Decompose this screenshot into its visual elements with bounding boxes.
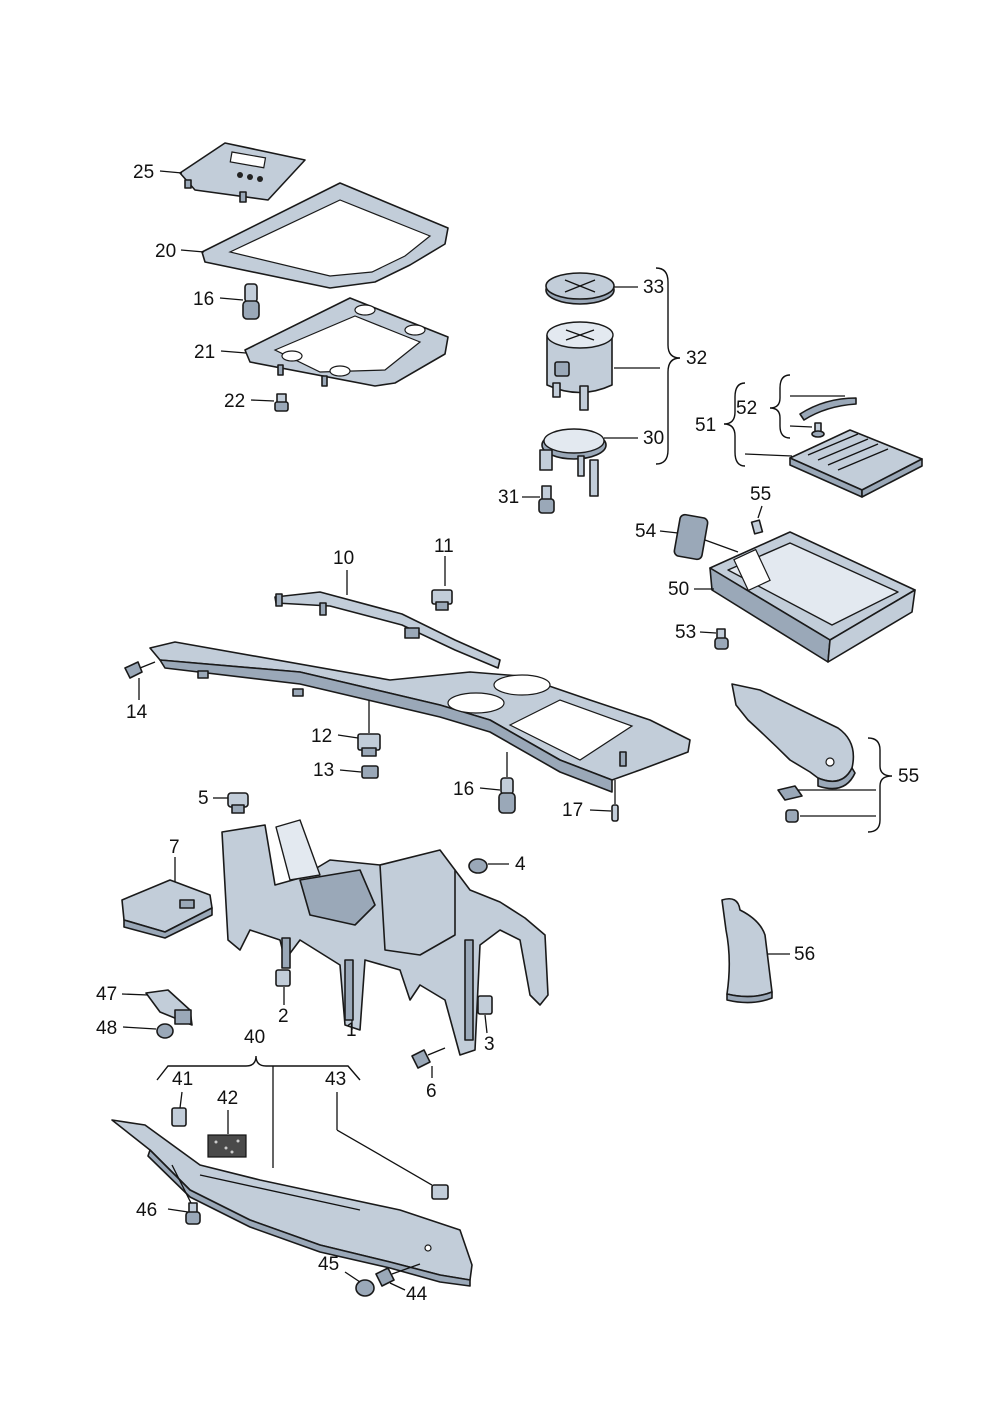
part-17-pin	[611, 804, 619, 822]
part-30-cup-insert	[539, 428, 607, 497]
part-42-foam-pad	[207, 1134, 247, 1158]
part-32-cupholder	[546, 321, 614, 411]
callout-12: 12	[311, 726, 332, 747]
part-6-screw	[411, 1047, 446, 1069]
part-lower-side-trim	[111, 1119, 473, 1287]
part-51-lid	[789, 429, 923, 498]
callout-47: 47	[96, 984, 117, 1005]
part-16-clip-lower	[498, 777, 516, 814]
part-55-clip	[777, 785, 803, 801]
part-53-screw	[714, 628, 729, 650]
brace-40	[156, 1055, 361, 1081]
part-7-bracket	[121, 879, 213, 939]
part-46-screw	[185, 1202, 201, 1225]
callout-31: 31	[498, 487, 519, 508]
part-25-trim-plate	[179, 142, 306, 203]
callout-20: 20	[155, 241, 176, 262]
part-55-side-trim	[731, 683, 856, 790]
part-4-nut	[468, 858, 488, 874]
part-2-clip	[275, 969, 291, 987]
part-22-screw	[274, 393, 289, 412]
part-41-clip	[171, 1107, 187, 1127]
callout-40: 40	[244, 1027, 265, 1048]
callout-17: 17	[562, 800, 583, 821]
callout-54: 54	[635, 521, 657, 542]
callout-1: 1	[346, 1020, 357, 1041]
callout-33: 33	[643, 277, 664, 298]
brace-51	[723, 382, 746, 467]
callout-7: 7	[169, 837, 180, 858]
callout-11: 11	[434, 536, 454, 557]
callout-52: 52	[736, 398, 757, 419]
part-13-clip	[361, 765, 379, 779]
callout-48: 48	[96, 1018, 117, 1039]
part-3-clip	[477, 995, 493, 1015]
part-48-nut	[156, 1023, 174, 1039]
part-21-base-panel	[244, 297, 449, 387]
callout-16-upper: 16	[193, 289, 214, 310]
callout-10: 10	[333, 548, 354, 569]
part-54-pad	[673, 513, 709, 561]
callout-42: 42	[217, 1088, 238, 1109]
callout-55-upper: 55	[750, 484, 771, 505]
callout-6: 6	[426, 1081, 437, 1102]
callout-22: 22	[224, 391, 245, 412]
part-55-screw-upper	[750, 519, 764, 535]
part-20-frame	[201, 182, 449, 289]
callout-16-lower: 16	[453, 779, 474, 800]
callout-44: 44	[406, 1284, 428, 1305]
brace-55	[867, 737, 893, 833]
part-11-clip	[431, 589, 453, 611]
part-16-clip-upper	[242, 283, 260, 320]
callout-4: 4	[515, 854, 526, 875]
part-55-screw-lower	[785, 809, 799, 823]
part-47-bracket	[145, 989, 193, 1026]
callout-14: 14	[126, 702, 148, 723]
part-43-clip	[431, 1184, 449, 1200]
part-10-trim-strip	[274, 591, 501, 669]
callout-30: 30	[643, 428, 664, 449]
callout-3: 3	[484, 1034, 495, 1055]
callout-43: 43	[325, 1069, 346, 1090]
callout-25: 25	[133, 162, 154, 183]
part-52-clip	[811, 422, 825, 438]
part-50-storage-tray	[709, 531, 916, 663]
part-44-screw	[375, 1263, 421, 1287]
part-12-clip	[357, 733, 381, 757]
callout-41: 41	[172, 1069, 193, 1090]
callout-51: 51	[695, 415, 716, 436]
callout-45: 45	[318, 1254, 339, 1275]
callout-50: 50	[668, 579, 689, 600]
callout-5: 5	[198, 788, 209, 809]
part-1-console-bracket	[221, 819, 549, 1056]
callout-32: 32	[686, 348, 707, 369]
part-console-trim	[149, 641, 691, 793]
callout-56: 56	[794, 944, 815, 965]
callout-21: 21	[194, 342, 215, 363]
part-45-plug	[355, 1279, 375, 1297]
part-14-screw	[124, 661, 156, 679]
callout-13: 13	[313, 760, 334, 781]
part-33-cap	[545, 272, 615, 305]
brace-32	[655, 267, 681, 465]
part-31-screw	[538, 485, 555, 514]
brace-52	[769, 374, 791, 439]
part-52-strip	[799, 397, 857, 421]
callout-46: 46	[136, 1200, 157, 1221]
callout-2: 2	[278, 1006, 289, 1027]
part-5-clip	[227, 792, 249, 814]
part-56-gear-boot	[721, 897, 773, 1004]
callout-55-lower: 55	[898, 766, 919, 787]
callout-53: 53	[675, 622, 696, 643]
